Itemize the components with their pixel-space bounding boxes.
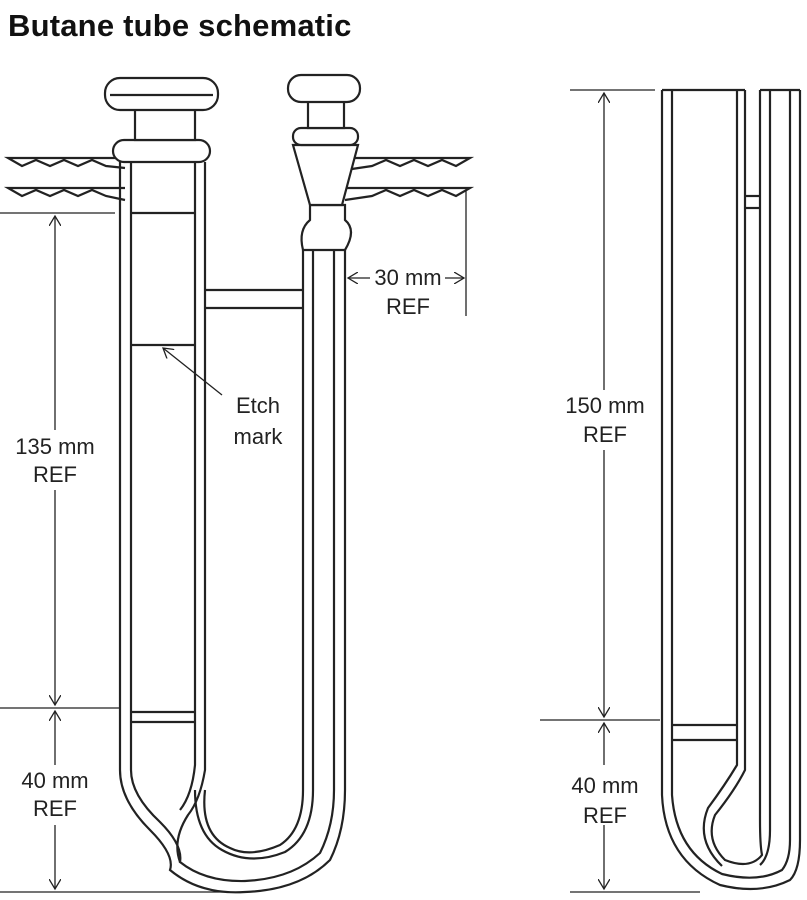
side-view-tube: 150 mm REF 40 mm REF (540, 88, 802, 893)
left-hose-barb (3, 156, 126, 202)
dim-30mm-ref: REF (386, 294, 430, 319)
dim-40mm-right-ref: REF (583, 803, 627, 828)
dim-40mm-right: 40 mm (571, 773, 638, 798)
left-stopper (103, 76, 220, 164)
diagram-title: Butane tube schematic (8, 8, 352, 43)
etch-mark-label-2: mark (234, 424, 284, 449)
front-view-tube: 135 mm REF 40 mm REF 30 mm REF Etch mark (0, 73, 475, 894)
dim-40mm-left-ref: REF (33, 796, 77, 821)
right-hose-barb (344, 156, 475, 202)
right-stopcock (286, 73, 362, 252)
dim-30mm: 30 mm (374, 265, 441, 290)
etch-mark-label-1: Etch (236, 393, 280, 418)
dim-150mm-ref: REF (583, 422, 627, 447)
dim-135mm: 135 mm (15, 434, 94, 459)
dim-135mm-ref: REF (33, 462, 77, 487)
dim-150mm: 150 mm (565, 393, 644, 418)
dim-40mm-left: 40 mm (21, 768, 88, 793)
